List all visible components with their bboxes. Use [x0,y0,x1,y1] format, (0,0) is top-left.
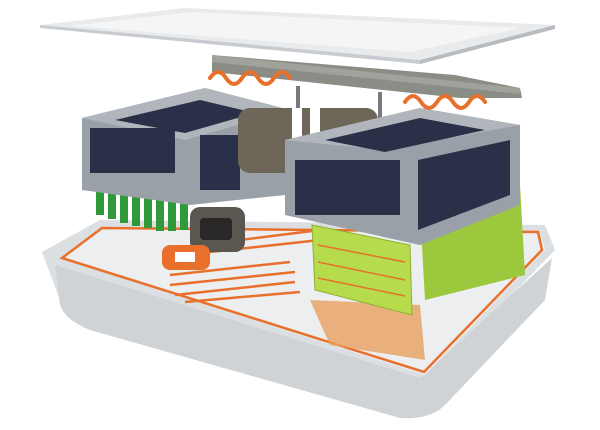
right-module [285,108,520,245]
left-module [82,88,290,205]
heater-coils [208,70,487,110]
connector [162,207,245,270]
coolant-line [169,228,321,304]
battery-cells [96,175,188,231]
busbar-plate [212,55,522,120]
lid [40,8,555,64]
